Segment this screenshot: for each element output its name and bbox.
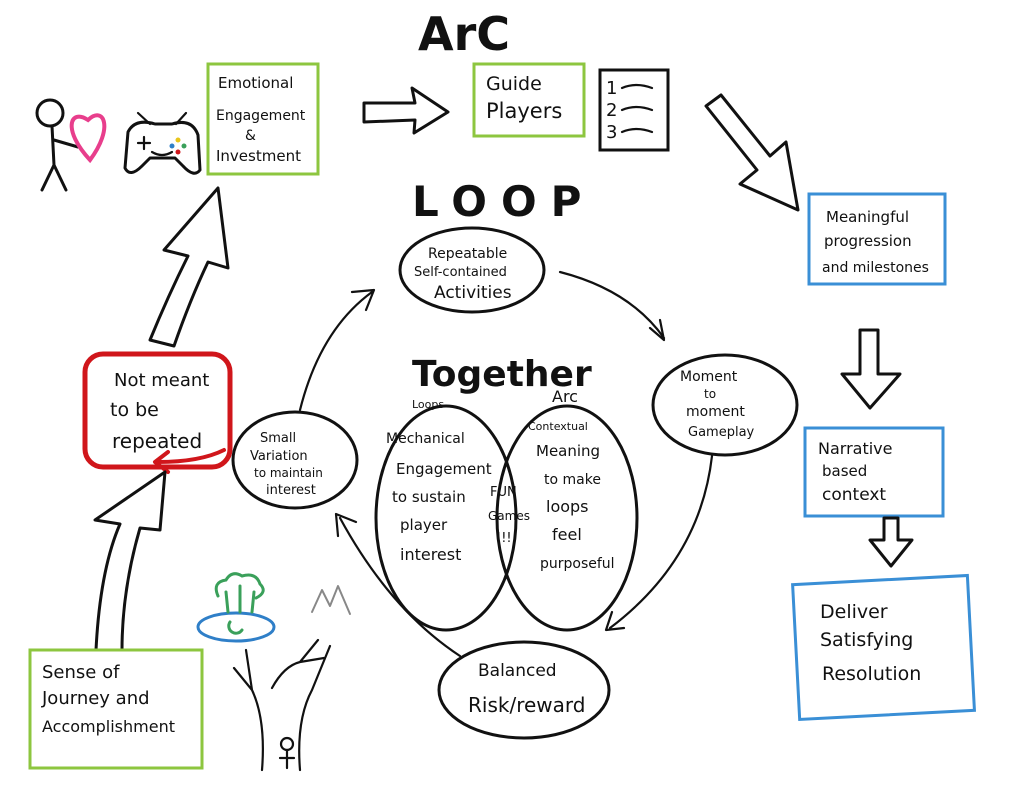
heart-icon <box>69 113 107 164</box>
guide-line-2: Players <box>486 99 562 123</box>
deliver-line-2: Satisfying <box>820 629 913 651</box>
variation-line-4: interest <box>266 483 316 498</box>
emotional-line-2: Engagement <box>216 108 306 124</box>
venn-right-line-5: feel <box>552 525 582 544</box>
repeatable-line-2: Self-contained <box>414 265 507 280</box>
venn-right-line-4: loops <box>546 497 589 516</box>
venn-left-line-5: interest <box>400 545 461 564</box>
arrow-moment-to-balanced <box>604 454 714 632</box>
venn-middle-line-1: FUN <box>490 485 517 500</box>
loops-arc-venn: Loops Arc Mechanical Engagement to susta… <box>374 387 639 632</box>
venn-left-line-3: to sustain <box>392 488 466 506</box>
moment-line-4: Gameplay <box>688 425 755 440</box>
variation-line-1: Small <box>260 431 296 446</box>
checklist-icon: 1 2 3 <box>598 68 670 152</box>
arrow-variation-to-repeatable <box>298 288 376 412</box>
loop-heading: LOOP <box>412 177 595 226</box>
venn-middle-line-3: !!! <box>496 531 512 546</box>
meaningful-line-2: progression <box>824 232 912 250</box>
journey-line-3: Accomplishment <box>42 717 175 736</box>
tree-trunk-icon <box>232 638 332 772</box>
narrative-line-1: Narrative <box>818 439 892 458</box>
small-variation-bubble: Small Variation to maintain interest <box>231 410 359 510</box>
emotional-engagement-box: Emotional Engagement & Investment <box>206 62 320 176</box>
arrow-repeatable-to-moment <box>558 270 666 342</box>
deliver-line-1: Deliver <box>820 601 888 623</box>
journey-line-1: Sense of <box>42 662 120 683</box>
arrow-not-repeated-to-emotional <box>148 186 230 348</box>
moment-gameplay-bubble: Moment to moment Gameplay <box>651 353 799 457</box>
variation-line-3: to maintain <box>254 466 323 480</box>
repeatable-line-1: Repeatable <box>428 246 507 262</box>
journey-box: Sense of Journey and Accomplishment <box>28 648 204 770</box>
balanced-risk-bubble: Balanced Risk/reward <box>437 640 611 740</box>
repeatable-line-3: Activities <box>434 283 512 303</box>
checklist-item-2: 2 <box>606 100 617 121</box>
checklist-item-1: 1 <box>606 78 617 99</box>
venn-middle-line-2: Games <box>488 509 530 523</box>
variation-line-2: Variation <box>250 449 308 464</box>
not-repeated-box: Not meant to be repeated <box>82 351 233 474</box>
together-heading: Together <box>412 354 592 395</box>
emotional-line-4: Investment <box>216 147 301 165</box>
journey-line-2: Journey and <box>41 688 150 709</box>
moment-line-1: Moment <box>680 369 738 385</box>
arrow-journey-to-not-repeated <box>93 470 167 652</box>
guide-players-box: Guide Players <box>472 62 586 138</box>
arc-heading: ArC <box>418 7 510 61</box>
mountain-icon <box>311 585 351 615</box>
not-repeated-line-1: Not meant <box>114 370 209 391</box>
narrative-line-3: context <box>822 485 886 505</box>
moment-line-2: to <box>704 387 716 401</box>
emotional-line-3: & <box>245 128 256 144</box>
arrow-meaningful-to-narrative <box>840 328 902 410</box>
venn-right-line-2: Meaning <box>536 442 600 460</box>
arrow-guide-to-meaningful <box>704 93 800 212</box>
venn-left-line-4: player <box>400 516 448 534</box>
arrow-narrative-to-deliver <box>868 516 914 568</box>
balanced-line-2: Risk/reward <box>468 693 585 717</box>
venn-right-line-1: Contextual <box>528 420 588 433</box>
venn-left-line-1: Mechanical <box>386 431 465 447</box>
emotional-line-1: Emotional <box>218 74 293 92</box>
arrow-balanced-to-variation <box>334 512 462 658</box>
game-controller-icon <box>123 111 202 175</box>
balanced-line-1: Balanced <box>478 661 557 681</box>
deliver-resolution-box: Deliver Satisfying Resolution <box>791 573 977 722</box>
meaningful-progression-box: Meaningful progression and milestones <box>807 192 947 286</box>
stick-figure-icon <box>35 98 80 192</box>
tree-platform-icon <box>196 572 276 643</box>
meaningful-line-3: and milestones <box>822 260 929 276</box>
deliver-line-3: Resolution <box>822 663 921 685</box>
guide-line-1: Guide <box>486 73 542 95</box>
venn-right-line-6: purposeful <box>540 556 615 572</box>
meaningful-line-1: Meaningful <box>826 208 909 226</box>
arrow-emotional-to-guide <box>362 86 450 135</box>
narrative-line-2: based <box>822 462 867 480</box>
moment-line-3: moment <box>686 404 745 420</box>
venn-arc-label: Arc <box>552 387 578 406</box>
venn-right-line-3: to make <box>544 472 601 488</box>
repeatable-activities-bubble: Repeatable Self-contained Activities <box>398 226 546 314</box>
checklist-item-3: 3 <box>606 122 617 143</box>
narrative-context-box: Narrative based context <box>803 426 945 518</box>
venn-left-line-2: Engagement <box>396 460 492 478</box>
not-repeated-line-2: to be <box>110 399 159 421</box>
venn-loops-label: Loops <box>412 398 444 411</box>
not-repeated-line-3: repeated <box>112 429 202 453</box>
